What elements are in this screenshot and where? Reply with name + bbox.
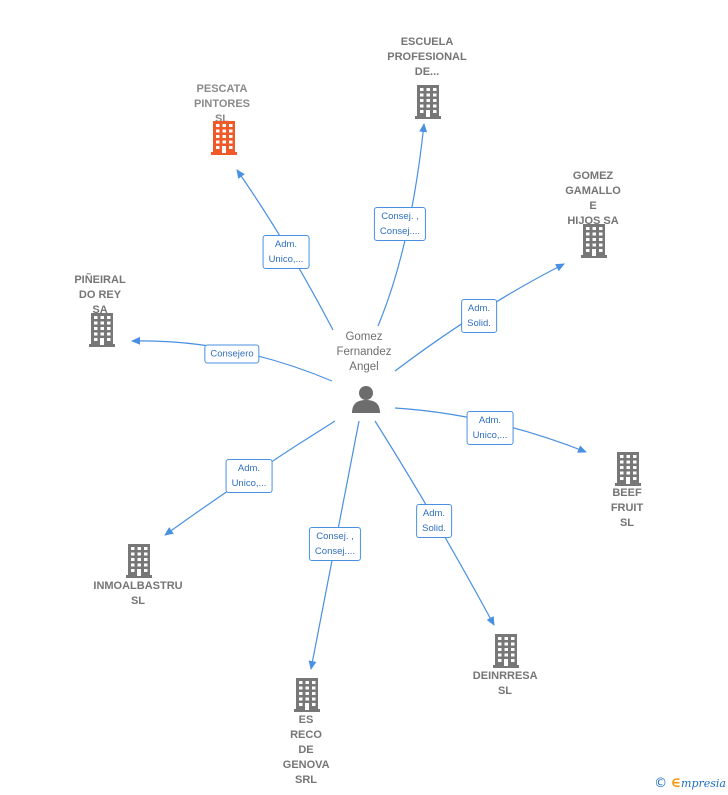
company-name[interactable]: PIÑEIRAL DO REY SA — [74, 274, 126, 316]
empresia-logo[interactable]: © ∈mpresia — [654, 775, 726, 791]
building-icon — [126, 544, 152, 578]
building-icon-wrap[interactable] — [126, 544, 152, 583]
company-name[interactable]: DEINRRESA SL — [472, 670, 538, 697]
building-icon — [89, 313, 115, 347]
building-icon — [615, 452, 641, 486]
building-icon — [581, 224, 607, 258]
person-icon[interactable] — [351, 385, 381, 413]
building-icon-wrap[interactable] — [415, 85, 441, 124]
brand-name: mpresia — [681, 777, 726, 790]
company-name[interactable]: GOMEZ GAMALLO E HIJOS SA — [565, 170, 621, 227]
relation-label-pineiral[interactable]: Consejero — [204, 344, 260, 364]
copyright-symbol: © — [654, 776, 668, 791]
building-icon — [294, 678, 320, 712]
company-name[interactable]: INMOALBASTRU SL — [93, 580, 183, 607]
building-icon-wrap[interactable] — [211, 121, 237, 160]
building-icon-wrap[interactable] — [581, 224, 607, 263]
relation-label-beef-fruit[interactable]: Adm. Unico,... — [466, 411, 514, 445]
relation-label-escuela[interactable]: Consej. , Consej.... — [373, 207, 427, 241]
building-icon — [493, 634, 519, 668]
company-name[interactable]: BEEF FRUIT SL — [610, 487, 644, 529]
company-name[interactable]: ESCUELA PROFESIONAL DE... — [387, 36, 467, 78]
relation-label-pescata[interactable]: Adm. Unico,... — [262, 235, 310, 269]
building-icon-wrap[interactable] — [294, 678, 320, 717]
relation-label-es-reco[interactable]: Consej. , Consej.... — [308, 527, 362, 561]
relation-label-inmoalbastru[interactable]: Adm. Unico,... — [225, 459, 273, 493]
person-name[interactable]: Gomez Fernandez Angel — [336, 331, 392, 373]
company-name[interactable]: ES RECO DE GENOVA SRL — [282, 714, 330, 786]
relation-label-deinrresa[interactable]: Adm. Solid. — [416, 504, 452, 538]
building-icon-wrap[interactable] — [615, 452, 641, 491]
building-icon-wrap[interactable] — [493, 634, 519, 673]
brand-e-mark: ∈ — [670, 775, 682, 791]
building-icon — [211, 121, 237, 155]
relation-label-gomez-gamallo[interactable]: Adm. Solid. — [461, 299, 497, 333]
building-icon-wrap[interactable] — [89, 313, 115, 352]
building-icon — [415, 85, 441, 119]
